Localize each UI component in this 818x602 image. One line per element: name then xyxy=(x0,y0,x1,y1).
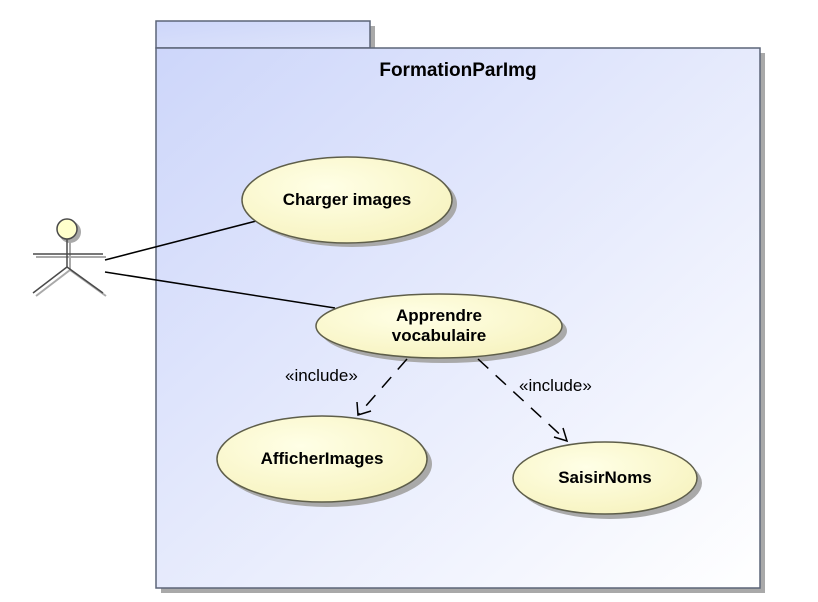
include-label: «include» xyxy=(519,376,592,395)
usecase-ellipse xyxy=(216,415,428,503)
package-tab xyxy=(155,20,371,49)
include-arrowhead xyxy=(553,427,569,443)
association-apprendre-vocabulaire[interactable] xyxy=(104,271,336,309)
usecase-label-line1: Apprendre xyxy=(396,306,482,325)
include-saisir-noms[interactable]: «include» xyxy=(477,358,592,443)
usecase-saisir-noms[interactable]: SaisirNoms xyxy=(512,441,702,519)
actor[interactable] xyxy=(32,218,107,297)
usecase-ellipse xyxy=(315,293,563,359)
association-charger-images[interactable] xyxy=(104,219,261,261)
usecase-label: Charger images xyxy=(283,190,412,209)
usecase-apprendre-vocabulaire[interactable]: Apprendre vocabulaire xyxy=(315,293,567,363)
usecase-label: AfficherImages xyxy=(261,449,384,468)
include-line xyxy=(477,358,568,442)
include-line xyxy=(357,358,408,416)
actor-head xyxy=(56,218,78,240)
include-afficher-images[interactable]: «include» xyxy=(285,358,408,416)
usecase-ellipse xyxy=(512,441,698,515)
usecase-afficher-images[interactable]: AfficherImages xyxy=(216,415,432,507)
include-arrowhead xyxy=(356,401,372,416)
usecase-label-line2: vocabulaire xyxy=(392,326,487,345)
package-title: FormationParImg xyxy=(379,60,536,81)
include-label: «include» xyxy=(285,366,358,385)
usecase-ellipse xyxy=(241,156,453,244)
usecase-label: SaisirNoms xyxy=(558,468,652,487)
actor-figure xyxy=(32,218,104,294)
usecase-charger-images[interactable]: Charger images xyxy=(241,156,457,247)
